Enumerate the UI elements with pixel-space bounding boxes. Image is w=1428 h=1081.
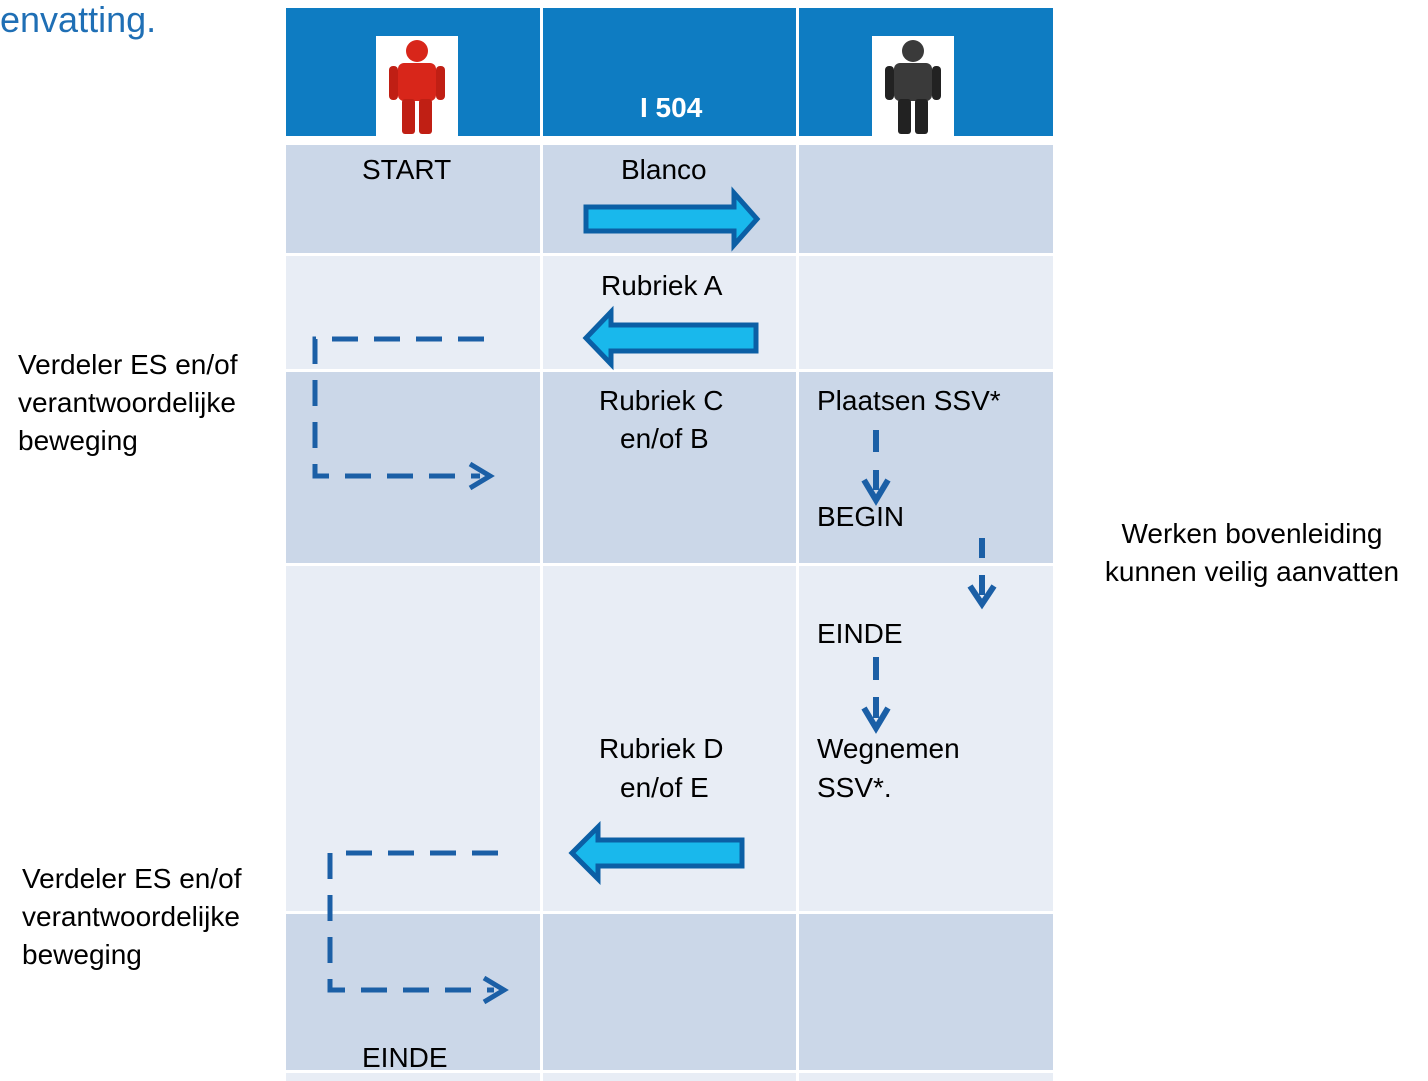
header-form-label: I 504 (640, 92, 703, 123)
row-5-middle (543, 914, 796, 1070)
wegnemen-label: Wegnemen (817, 733, 960, 764)
row-5-right (799, 914, 1053, 1070)
arrowhead-down-werken (967, 584, 997, 610)
row-2-right (799, 256, 1053, 369)
rubriek-a-label: Rubriek A (601, 270, 723, 301)
rubriek-b-label: en/of B (620, 423, 709, 454)
plaatsen-ssv-label: Plaatsen SSV* (817, 385, 1001, 416)
side-note-left-1-line-1: Verdeler ES en/of (18, 349, 238, 380)
row-6-middle (543, 1073, 796, 1081)
side-note-right-line-1: Werken bovenleiding (1121, 518, 1383, 549)
blanco-label: Blanco (621, 154, 707, 185)
rubriek-d-label: Rubriek D (599, 733, 724, 764)
row-3-right (799, 372, 1053, 563)
arrow-right-blanco (583, 186, 761, 252)
side-note-right: Werken bovenleiding kunnen veilig aanvat… (1082, 515, 1422, 591)
row-1-right (799, 145, 1053, 253)
person-icon-red (376, 36, 458, 136)
row-1-middle (543, 145, 796, 253)
slide-title: envatting. (0, 0, 157, 40)
dashed-connector-left-1 (312, 336, 484, 479)
header-cell-middle (543, 8, 796, 136)
arrowhead-down-begin (861, 478, 891, 506)
rubriek-c-label: Rubriek C (599, 385, 724, 416)
begin-label: BEGIN (817, 501, 905, 532)
arrowhead-down-wegnemen (861, 706, 891, 734)
dashed-arrowhead-left-1 (468, 461, 495, 491)
person-icon-black (872, 36, 954, 136)
wegnemen-ssv-label: SSV*. (817, 772, 892, 803)
row-1-left (286, 145, 540, 253)
dashed-connector-left-2 (327, 850, 498, 993)
row-6-right (799, 1073, 1053, 1081)
row-6-left (286, 1073, 540, 1081)
side-note-left-1: Verdeler ES en/of verantwoordelijke bewe… (18, 346, 237, 460)
row-3-left (286, 372, 540, 563)
arrow-left-rubriek-d (568, 820, 745, 886)
row-3-middle (543, 372, 796, 563)
side-note-left-1-line-3: beweging (18, 425, 138, 456)
start-label: START (362, 154, 452, 185)
side-note-left-2-line-3: beweging (22, 939, 142, 970)
dashed-arrowhead-left-2 (482, 975, 509, 1005)
rubriek-e-label: en/of E (620, 772, 709, 803)
side-note-left-1-line-2: verantwoordelijke (18, 387, 236, 418)
side-note-right-line-2: kunnen veilig aanvatten (1104, 556, 1400, 587)
einde-left-label: EINDE (362, 1042, 448, 1073)
einde-right-label: EINDE (817, 618, 903, 649)
side-note-left-2-line-2: verantwoordelijke (22, 901, 240, 932)
row-2-left (286, 256, 540, 369)
side-note-left-2-line-1: Verdeler ES en/of (22, 863, 242, 894)
side-note-left-2: Verdeler ES en/of verantwoordelijke bewe… (22, 860, 241, 974)
row-4-right (799, 566, 1053, 911)
arrow-left-rubriek-a (582, 305, 759, 371)
